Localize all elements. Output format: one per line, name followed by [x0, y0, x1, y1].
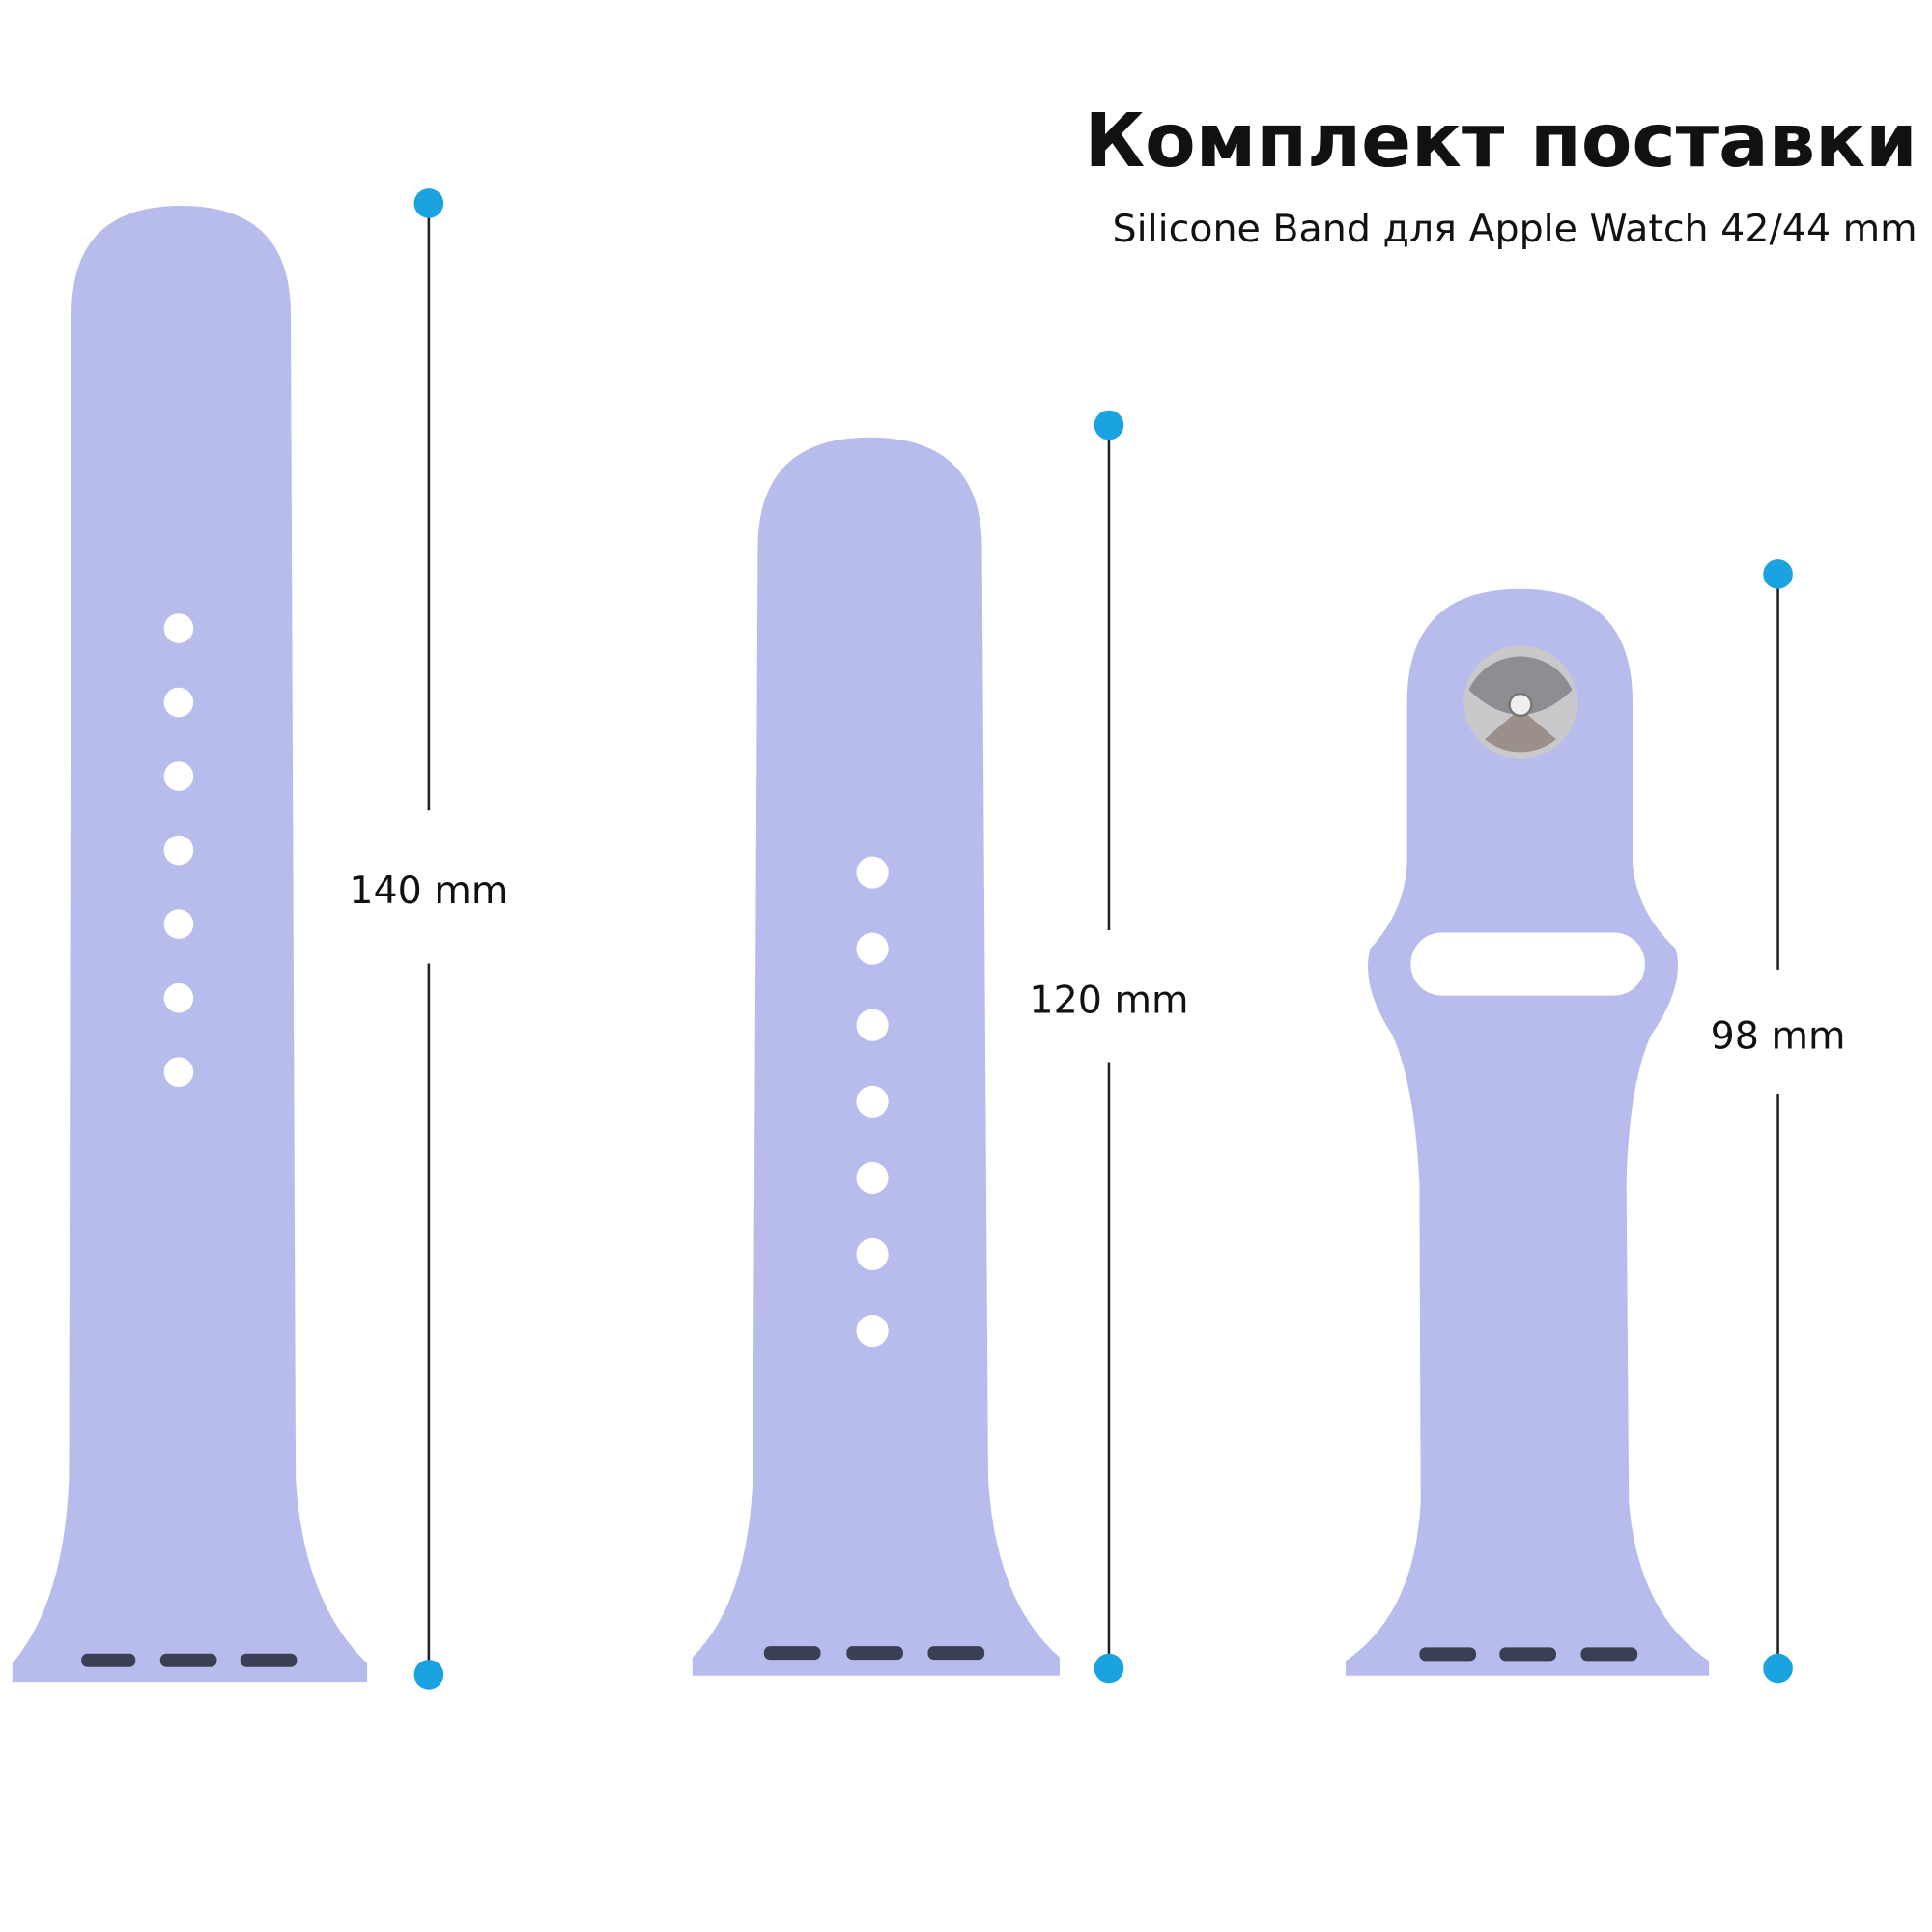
band-holes: [856, 856, 889, 1348]
band-loop-slot: [1410, 932, 1645, 996]
connector-lugs: [763, 1646, 985, 1661]
measure-end-dot: [413, 1660, 444, 1690]
measure-start-dot: [1763, 559, 1793, 589]
measure-start-dot: [1094, 410, 1124, 440]
measurement-label: 98 mm: [1711, 1013, 1846, 1058]
page-title: Комплект поставки: [1085, 99, 1918, 185]
page-subtitle: Silicone Band для Apple Watch 42/44 mm: [1113, 207, 1918, 251]
connector-lugs: [81, 1653, 298, 1667]
measure-end-dot: [1763, 1653, 1793, 1684]
measurement-98mm: 98 mm: [1711, 559, 1846, 1684]
measurement-label: 120 mm: [1029, 978, 1188, 1022]
short-band-98mm: [1345, 588, 1710, 1676]
connector-lugs: [1419, 1647, 1638, 1662]
band-holes: [163, 613, 194, 1087]
long-band-140mm: [12, 206, 368, 1683]
measure-start-dot: [413, 188, 444, 218]
measurement-140mm: 140 mm: [349, 188, 508, 1690]
pin-clasp-icon: [1463, 645, 1577, 759]
measurement-label: 140 mm: [349, 868, 508, 913]
measure-end-dot: [1094, 1653, 1124, 1684]
medium-band-120mm: [692, 437, 1060, 1676]
measurement-120mm: 120 mm: [1029, 410, 1188, 1684]
